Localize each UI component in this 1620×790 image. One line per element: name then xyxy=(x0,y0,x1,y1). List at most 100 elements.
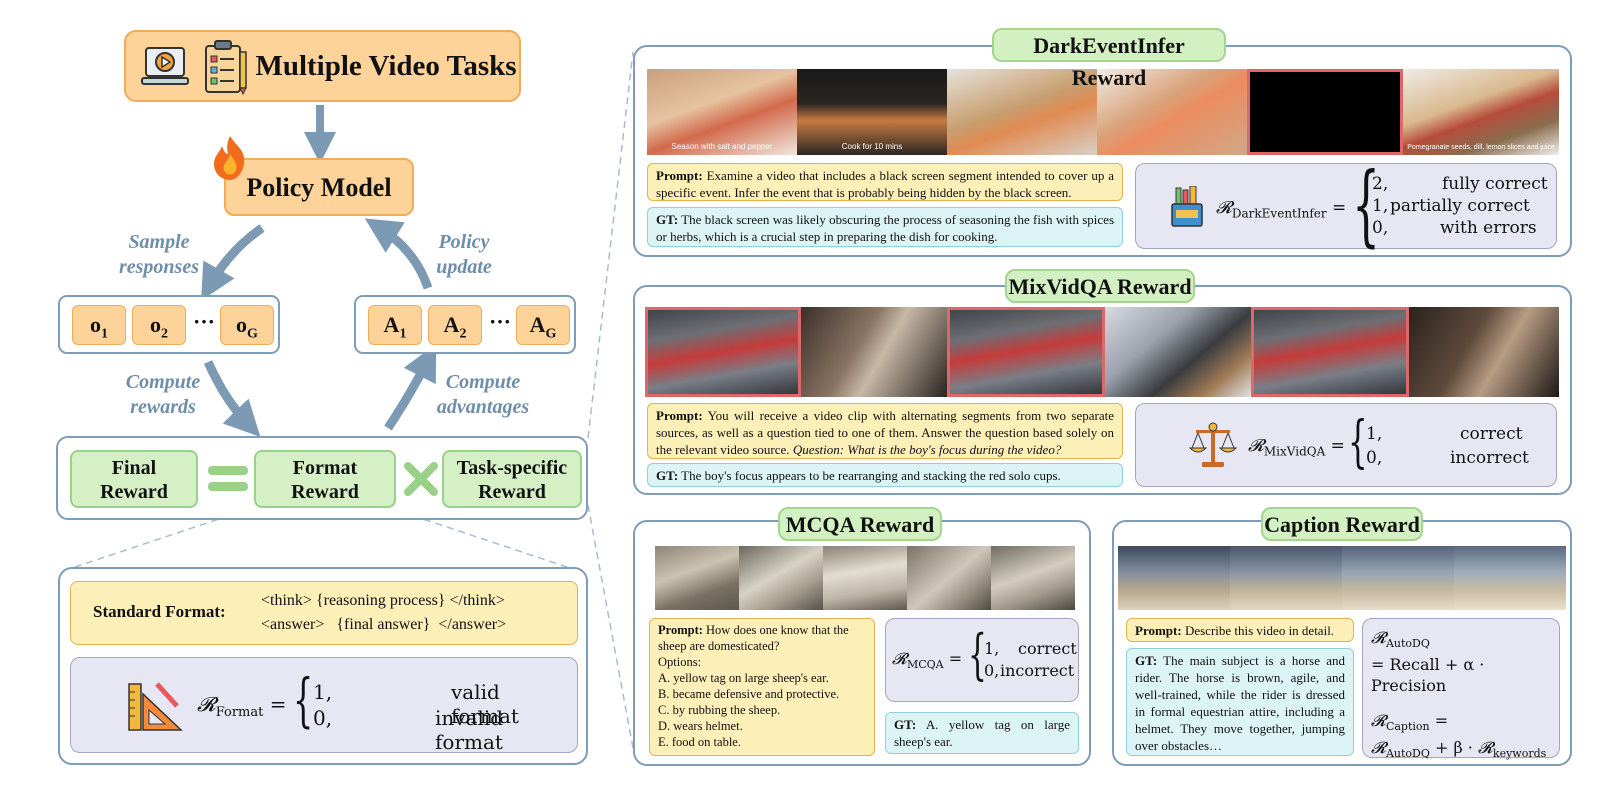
advantages-group: A1 A2 ··· AG xyxy=(354,295,576,354)
caption-gt-box: GT: The main subject is a horse and ride… xyxy=(1126,648,1354,756)
arrow-sample xyxy=(201,224,265,301)
advantages-ellipsis: ··· xyxy=(488,309,511,334)
format-formula: 𝓡Format = { 1, valid format 0, invalid f… xyxy=(197,670,567,754)
arrow-compute-rewards xyxy=(203,360,261,437)
format-line-1: <think> {reasoning process} </think> xyxy=(261,592,505,609)
mcqa-option-b: B. became defensive and protective. xyxy=(658,687,840,701)
standard-format-label: Standard Format: xyxy=(93,602,226,621)
mix-frame-4 xyxy=(1105,307,1251,397)
mcqa-frame-4 xyxy=(907,546,991,610)
mcqa-formula-box: 𝓡MCQA = { 1, correct 0, incorrect xyxy=(885,618,1079,702)
mcqa-frame-2 xyxy=(739,546,823,610)
caption-frames-strip xyxy=(1118,546,1566,610)
dark-frame-1: Season with salt and pepper xyxy=(647,69,797,155)
sample-responses-label: Sample responses xyxy=(118,231,199,278)
advantage-2: A2 xyxy=(428,305,482,345)
caption-prompt-box: Prompt: Describe this video in detail. xyxy=(1126,618,1354,642)
caption-panel: Prompt: Describe this video in detail. G… xyxy=(1112,520,1572,766)
caption-formula-2-lhs: 𝓡Caption = xyxy=(1371,711,1449,734)
outputs-ellipsis: ··· xyxy=(192,309,215,334)
policy-model-title: Policy Model xyxy=(246,173,392,202)
multiple-video-tasks-box: Multiple Video Tasks xyxy=(124,30,521,102)
dark-frame-3 xyxy=(947,69,1097,155)
mix-gt-box: GT: The boy's focus appears to be rearra… xyxy=(647,463,1123,487)
mcqa-gt-box: GT: A. yellow tag on large sheep's ear. xyxy=(885,712,1079,754)
output-1: o1 xyxy=(72,305,126,345)
dark-prompt-box: Prompt: Examine a video that includes a … xyxy=(647,163,1123,201)
mcqa-frames-strip xyxy=(655,546,1075,610)
mix-frame-1 xyxy=(645,307,801,397)
mix-frame-2 xyxy=(801,307,947,397)
format-line-2: <answer> {final answer} </answer> xyxy=(261,616,507,633)
dark-formula: 𝓡DarkEventInfer = { 2, fully correct 1, … xyxy=(1216,153,1548,256)
mix-frame-5 xyxy=(1251,307,1409,397)
multiply-icon xyxy=(404,462,438,496)
equals-icon xyxy=(208,466,248,492)
mix-frame-6 xyxy=(1409,307,1559,397)
policy-update-label: Policy update xyxy=(436,231,492,278)
dark-frame-6: Pomegranate seeds, dill, lemon slices an… xyxy=(1403,69,1559,155)
outputs-group: o1 o2 ··· oG xyxy=(58,295,280,354)
pencil-cup-icon xyxy=(1171,186,1203,227)
dark-event-infer-title: DarkEventInfer Reward xyxy=(992,28,1226,90)
dark-frames-strip: Season with salt and pepper Cook for 10 … xyxy=(647,69,1559,155)
mcqa-prompt-box: Prompt: How does one know that the sheep… xyxy=(649,618,875,756)
compute-advantages-label: Compute advantages xyxy=(436,371,530,418)
caption-formula-1-lhs: 𝓡AutoDQ xyxy=(1371,628,1430,651)
mix-formula-box: 𝓡MixVidQA = { 1, correct 0, incorrect xyxy=(1135,403,1557,487)
mcqa-option-c: C. by rubbing the sheep. xyxy=(658,703,781,717)
format-case2-text: invalid format xyxy=(435,706,504,754)
compute-rewards-label: Compute rewards xyxy=(125,371,201,418)
caption-title: Caption Reward xyxy=(1261,507,1423,541)
caption-formula-1-rhs: = Recall + α · Precision xyxy=(1371,655,1485,696)
fire-icon xyxy=(214,136,245,180)
dark-frame-black xyxy=(1247,69,1403,155)
mcqa-frame-5 xyxy=(991,546,1075,610)
format-reward-box: Format Reward xyxy=(254,450,396,508)
mcqa-frame-1 xyxy=(655,546,739,610)
task-specific-reward-box: Task-specific Reward xyxy=(442,450,582,508)
clipboard-icon xyxy=(205,40,247,96)
policy-model-box: Policy Model xyxy=(224,158,414,216)
dark-formula-box: 𝓡DarkEventInfer = { 2, fully correct 1, … xyxy=(1135,153,1557,256)
caption-formula-2-rhs: 𝓡AutoDQ + β · 𝓡keywords xyxy=(1371,738,1547,761)
mcqa-formula: 𝓡MCQA = { 1, correct 0, incorrect xyxy=(892,623,1077,686)
mixvidqa-title: MixVidQA Reward xyxy=(1005,269,1195,303)
arrow-update xyxy=(364,218,433,290)
ruler-triangle-icon xyxy=(128,682,183,731)
mcqa-panel: Prompt: How does one know that the sheep… xyxy=(633,520,1091,766)
final-reward-box: Final Reward xyxy=(70,450,198,508)
format-case1-value: 1, xyxy=(313,680,333,704)
caption-formula-box: 𝓡AutoDQ = Recall + α · Precision 𝓡Captio… xyxy=(1362,618,1560,761)
format-detail-panel: Standard Format: <think> {reasoning proc… xyxy=(58,567,588,765)
mcqa-option-d: D. wears helmet. xyxy=(658,719,743,733)
video-tasks-icon xyxy=(141,47,189,85)
caption-frame-2 xyxy=(1230,546,1342,610)
mcqa-option-a: A. yellow tag on large sheep's ear. xyxy=(658,671,829,685)
advantage-1: A1 xyxy=(368,305,422,345)
mcqa-title: MCQA Reward xyxy=(778,507,942,541)
dark-gt-box: GT: The black screen was likely obscurin… xyxy=(647,207,1123,247)
caption-frame-1 xyxy=(1118,546,1230,610)
mcqa-option-e: E. food on table. xyxy=(658,735,741,749)
format-formula-box: 𝓡Format = { 1, valid format 0, invalid f… xyxy=(70,657,578,754)
standard-format-box: Standard Format: <think> {reasoning proc… xyxy=(70,581,578,645)
dark-frame-2: Cook for 10 mins xyxy=(797,69,947,155)
caption-frame-3 xyxy=(1342,546,1454,610)
multiple-video-tasks-title: Multiple Video Tasks xyxy=(255,50,517,82)
mix-frame-3 xyxy=(947,307,1105,397)
format-case1-text: valid format xyxy=(451,680,519,728)
mix-frames-strip xyxy=(645,307,1559,397)
reward-equation-group: Final Reward Format Reward Task-specific… xyxy=(56,436,588,520)
mix-formula: 𝓡MixVidQA = { 1, correct 0, incorrect xyxy=(1248,410,1529,475)
mixvidqa-panel: Prompt: You will receive a video clip wi… xyxy=(633,285,1572,495)
format-case2-value: 0, xyxy=(313,706,333,730)
output-2: o2 xyxy=(132,305,186,345)
mcqa-frame-3 xyxy=(823,546,907,610)
arrow-compute-advantages xyxy=(384,343,437,431)
balance-scale-icon xyxy=(1188,422,1238,467)
advantage-g: AG xyxy=(516,305,570,345)
caption-frame-4 xyxy=(1454,546,1566,610)
mix-prompt-box: Prompt: You will receive a video clip wi… xyxy=(647,403,1123,459)
